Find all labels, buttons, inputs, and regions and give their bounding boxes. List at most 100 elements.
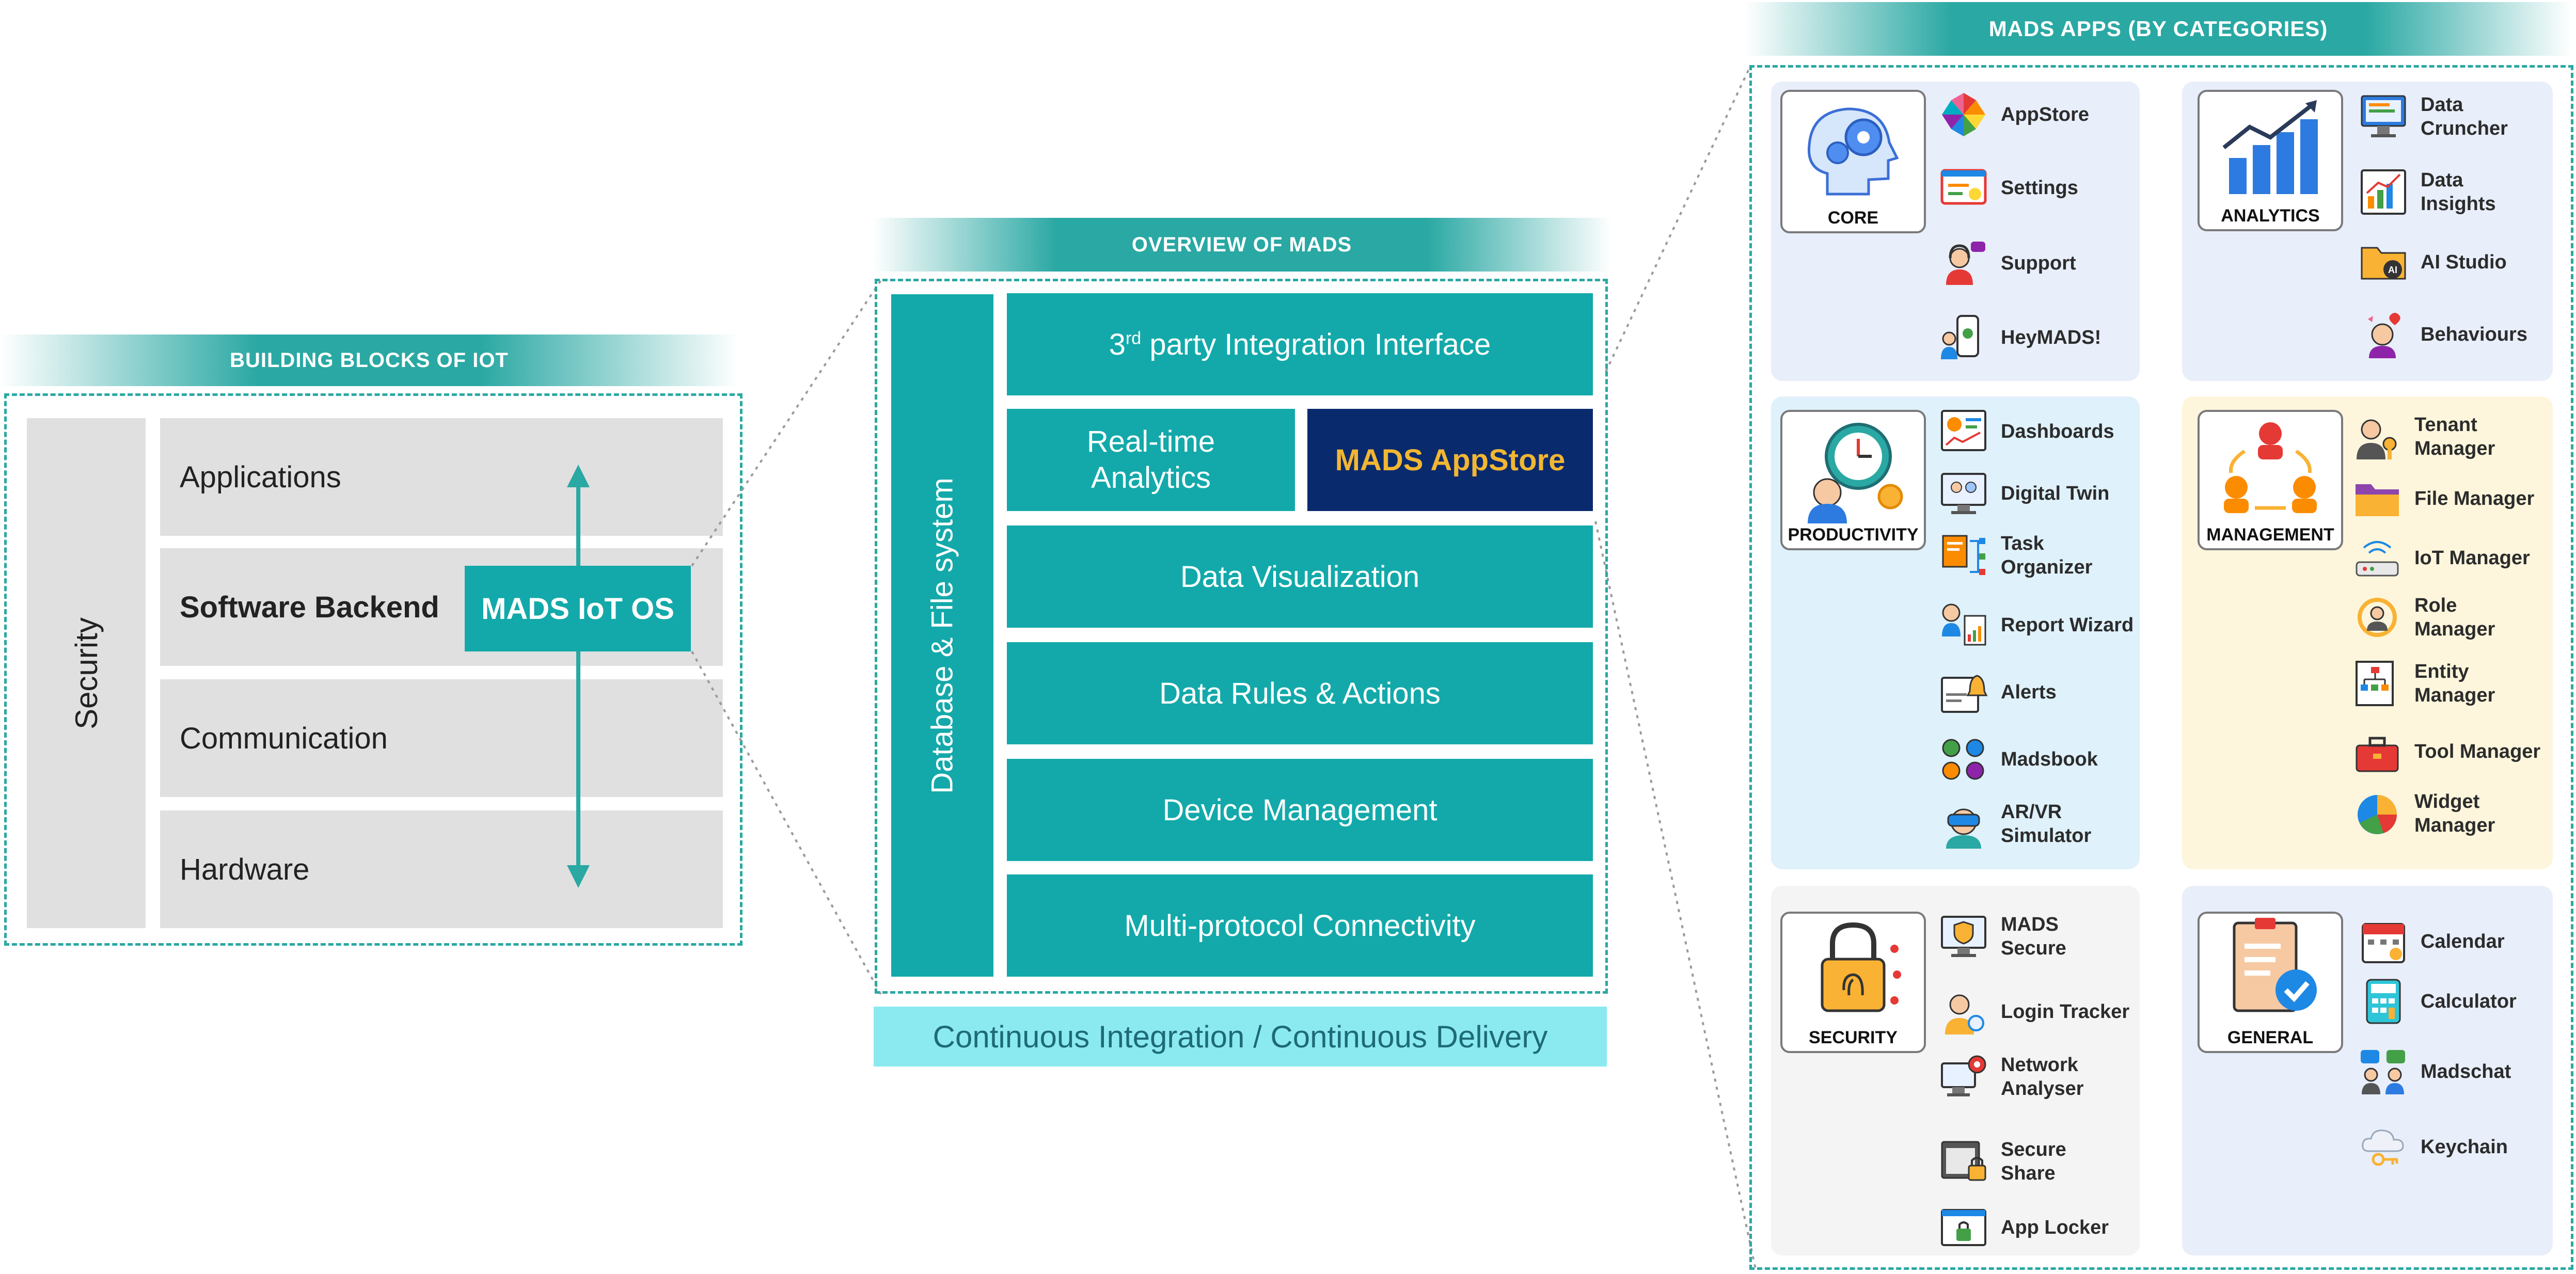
applications-row: Applications	[160, 418, 723, 536]
ai-studio-app[interactable]: AI AI Studio	[2359, 237, 2507, 287]
tenant-manager-icon	[2357, 419, 2397, 459]
head-gear-icon	[1807, 107, 1899, 196]
settings-app[interactable]: Settings	[1939, 163, 2078, 213]
behaviours-app[interactable]: Behaviours	[2359, 310, 2527, 359]
overview-header: OVERVIEW OF MADS	[873, 218, 1611, 272]
heymads-app[interactable]: HeyMADS!	[1939, 313, 2101, 362]
tool-manager-app[interactable]: Tool Manager	[2352, 727, 2540, 776]
growth-chart-icon	[2222, 100, 2318, 194]
cicd-bar: Continuous Integration / Continuous Deli…	[874, 1007, 1607, 1066]
login-tracker-label: Login Tracker	[2001, 1001, 2130, 1023]
login-user-icon	[1945, 994, 1984, 1034]
report-wizard-icon	[1942, 603, 1986, 646]
management-card: MANAGEMENT	[2198, 410, 2343, 550]
cicd-label: Continuous Integration / Continuous Deli…	[933, 1019, 1548, 1054]
settings-icon	[1940, 169, 1987, 205]
mads-iot-os-label: MADS IoT OS	[481, 592, 674, 626]
report-wizard-label: Report Wizard	[2001, 614, 2134, 636]
router-icon	[2356, 541, 2399, 577]
secure-monitor-icon	[1941, 916, 1986, 957]
alert-bell-icon	[1941, 675, 1988, 713]
behaviours-icon	[2368, 313, 2400, 358]
device-management-label: Device Management	[1162, 793, 1437, 827]
hardware-label: Hardware	[180, 852, 310, 886]
tool-manager-label: Tool Manager	[2414, 741, 2541, 762]
security-card: SECURITY	[1780, 912, 1926, 1053]
communication-row: Communication	[160, 679, 723, 797]
app-locker-app[interactable]: App Locker	[1939, 1203, 2109, 1252]
mads-iot-os-box: MADS IoT OS	[465, 566, 691, 651]
keychain-app[interactable]: Keychain	[2359, 1122, 2508, 1172]
iot-manager-app[interactable]: IoT Manager	[2352, 533, 2530, 583]
realtime-line1: Real-time	[1086, 425, 1215, 458]
behaviours-label: Behaviours	[2421, 324, 2527, 345]
mads-appstore-label: MADS AppStore	[1335, 443, 1566, 477]
settings-label: Settings	[2001, 177, 2078, 199]
integration-interface-layer: 3rd party Integration Interface	[1007, 293, 1593, 395]
building-blocks-header: BUILDING BLOCKS OF IOT	[0, 335, 738, 386]
madsbook-app[interactable]: Madsbook	[1939, 735, 2098, 784]
core-card: CORE	[1780, 90, 1926, 233]
overview-frame	[875, 279, 1608, 994]
team-cycle-icon	[2224, 422, 2317, 513]
madschat-label: Madschat	[2421, 1061, 2511, 1082]
appstore-icon	[1942, 93, 1985, 136]
svg-text:AI: AI	[2388, 265, 2397, 275]
support-agent-icon	[1946, 242, 1985, 285]
building-blocks-frame	[4, 393, 742, 946]
chat-users-icon	[2361, 1050, 2405, 1094]
dashboards-app[interactable]: Dashboards	[1939, 407, 2114, 456]
login-tracker-app[interactable]: Login Tracker	[1939, 987, 2129, 1037]
support-app[interactable]: Support	[1939, 238, 2076, 288]
analytics-card: ANALYTICS	[2198, 90, 2343, 231]
ai-folder-icon: AI	[2361, 247, 2406, 280]
madsbook-label: Madsbook	[2001, 749, 2098, 770]
connectivity-layer: Multi-protocol Connectivity	[1007, 874, 1593, 977]
report-wizard-app[interactable]: Report Wizard	[1939, 600, 2134, 650]
file-manager-label: File Manager	[2414, 488, 2535, 509]
madschat-app[interactable]: Madschat	[2359, 1047, 2511, 1096]
fingerprint-lock-icon	[1821, 922, 1901, 1012]
mads-appstore-box: MADS AppStore	[1307, 409, 1593, 511]
task-organizer-app[interactable]: Task Organizer	[1939, 531, 2140, 580]
calculator-app[interactable]: Calculator	[2359, 977, 2517, 1026]
digital-twin-app[interactable]: Digital Twin	[1939, 469, 2109, 518]
calculator-icon	[2366, 979, 2401, 1024]
clock-person-icon	[1808, 423, 1903, 523]
data-rules-layer: Data Rules & Actions	[1007, 642, 1593, 744]
task-organizer-label: Task Organizer	[2001, 533, 2093, 578]
madsbook-network-icon	[1942, 739, 1984, 780]
file-manager-app[interactable]: File Manager	[2352, 474, 2534, 523]
alerts-app[interactable]: Alerts	[1939, 667, 2057, 717]
apps-frame	[1749, 65, 2573, 1270]
calendar-app[interactable]: Calendar	[2359, 917, 2505, 966]
applications-label: Applications	[180, 460, 341, 494]
appstore-app[interactable]: AppStore	[1939, 90, 2089, 139]
productivity-title: PRODUCTIVITY	[1788, 525, 1919, 545]
core-title: CORE	[1827, 208, 1879, 228]
keychain-label: Keychain	[2421, 1136, 2508, 1158]
folder-icon	[2356, 484, 2399, 516]
apps-title: MADS APPS (BY CATEGORIES)	[1988, 17, 2328, 41]
app-locker-label: App Locker	[2001, 1217, 2109, 1238]
digital-twin-label: Digital Twin	[2001, 483, 2110, 504]
